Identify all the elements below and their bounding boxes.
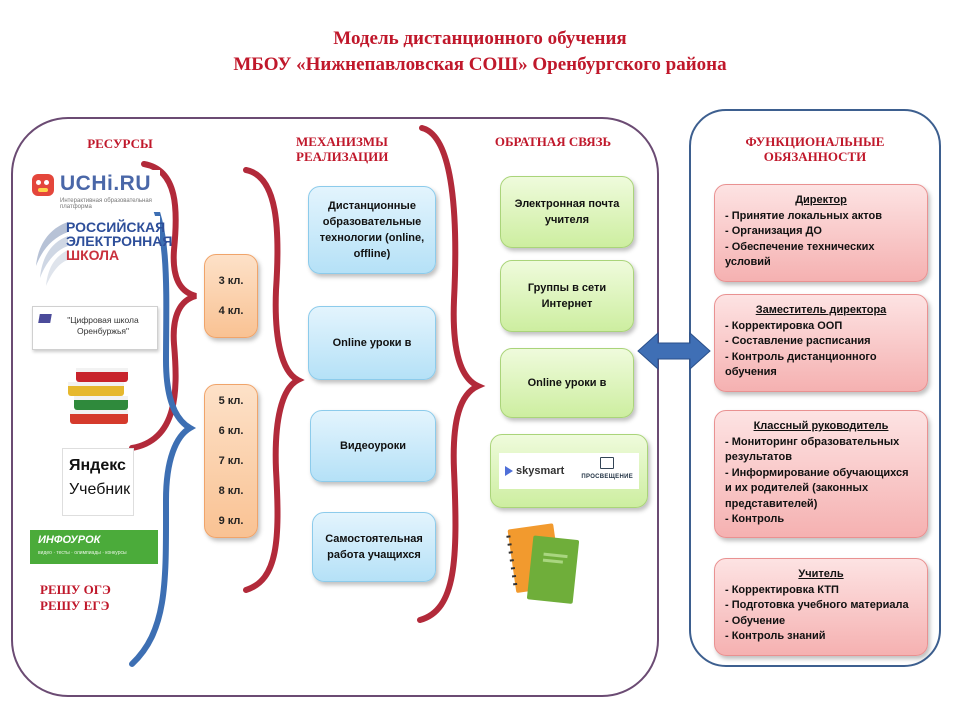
feedback-platforms: skysmart ПРОСВЕЩЕНИЕ [490, 434, 648, 508]
duty-line: - Контроль [725, 513, 785, 525]
resh-line3: ШКОЛА [66, 247, 120, 263]
grade-item: 8 кл. [218, 485, 244, 497]
duty-teacher: Учитель - Корректировка КТП - Подготовка… [714, 558, 928, 656]
heading-feedback: ОБРАТНАЯ СВЯЗЬ [494, 134, 612, 149]
duty-line: - Принятие локальных актов [725, 209, 882, 222]
mechanism-video-lessons: Видеоуроки [310, 410, 436, 482]
yandex-uchebnik: Учебник [69, 481, 131, 498]
books-icon [68, 368, 128, 424]
heading-duties: ФУНКЦИОНАЛЬНЫЕ ОБЯЗАННОСТИ [720, 134, 910, 164]
cifra-logo: "Цифровая школа Оренбуржья" [32, 306, 158, 350]
prosv-logo: ПРОСВЕЩЕНИЕ [581, 457, 633, 485]
mechanism-distance-tech: Дистанционные образовательные технологии… [308, 186, 436, 274]
duty-line: - Организация ДО [725, 225, 822, 237]
duty-line: - Информирование обучающихся и их родите… [725, 466, 909, 510]
grade-item: 6 кл. [218, 425, 244, 437]
reshu-oge: РЕШУ ОГЭ [40, 582, 111, 597]
yandex-text: Яндекс [69, 457, 126, 474]
resh-line1: РОССИЙСКАЯ [66, 219, 166, 235]
grade-item: 3 кл. [218, 275, 244, 287]
brace-resources-blue [129, 193, 197, 667]
heading-mechanisms: МЕХАНИЗМЫ РЕАЛИЗАЦИИ [296, 134, 416, 164]
resh-line2: ЭЛЕКТРОННАЯ [66, 233, 173, 249]
feedback-groups: Группы в сети Интернет [500, 260, 634, 332]
duty-line: - Корректировка КТП [725, 583, 839, 596]
main-frame [11, 117, 659, 697]
title-line-1: Модель дистанционного обучения [333, 28, 627, 49]
heading-resources: РЕСУРСЫ [87, 136, 153, 151]
skysmart-text: skysmart [516, 465, 565, 477]
reshu-block: РЕШУ ОГЭ РЕШУ ЕГЭ [40, 582, 111, 614]
duty-class-teacher: Классный руководитель - Мониторинг образ… [714, 410, 928, 538]
prosv-icon [600, 457, 615, 469]
duty-line: - Обеспечение технических условий [725, 240, 875, 269]
duty-head: Учитель [798, 568, 844, 580]
title-line-2: МБОУ «Нижнепавловская СОШ» Оренбургского… [233, 54, 727, 75]
resh-logo: РОССИЙСКАЯ ЭЛЕКТРОННАЯ ШКОЛА [32, 216, 172, 292]
duty-line: - Мониторинг образовательных результатов [725, 435, 900, 464]
heading-mechanisms-line2: РЕАЛИЗАЦИИ [296, 149, 389, 164]
grade-item: 4 кл. [218, 305, 244, 317]
grade-item: 5 кл. [218, 395, 244, 407]
infourok-text: ИНФОУРОК [38, 534, 101, 546]
duty-head: Директор [795, 194, 847, 206]
grade-item: 9 кл. [218, 515, 244, 527]
mechanism-online-lessons: Online уроки в [308, 306, 436, 380]
prosv-text: ПРОСВЕЩЕНИЕ [581, 474, 633, 480]
uchi-logo: UCHi.RU Интерактивная образовательная пл… [30, 170, 160, 212]
duty-line: - Обучение [725, 614, 786, 627]
double-arrow [637, 331, 711, 371]
uchi-owl-icon [32, 174, 54, 196]
duty-line: - Подготовка учебного материала [725, 599, 909, 611]
duty-head: Заместитель директора [755, 304, 887, 316]
reshu-ege: РЕШУ ЕГЭ [40, 598, 110, 613]
brace-grades [243, 167, 305, 593]
duty-line: - Составление расписания [725, 335, 871, 347]
platform-logos: skysmart ПРОСВЕЩЕНИЕ [499, 453, 639, 489]
duty-head: Классный руководитель [753, 420, 889, 432]
uchi-subtitle: Интерактивная образовательная платформа [60, 198, 152, 210]
duties-frame [689, 109, 941, 667]
duty-line: - Контроль знаний [725, 630, 826, 642]
heading-mechanisms-line1: МЕХАНИЗМЫ [296, 134, 388, 149]
heading-duties-line2: ОБЯЗАННОСТИ [763, 149, 867, 164]
yandex-logo: Яндекс Учебник [62, 448, 134, 516]
grade-item: 7 кл. [218, 455, 244, 467]
resh-wing-icon [36, 222, 68, 286]
duty-director: Директор - Принятие локальных актов - Ор… [714, 184, 928, 282]
mechanism-self-study: Самостоятельная работа учащихся [312, 512, 436, 582]
feedback-email: Электронная почта учителя [500, 176, 634, 248]
notebooks-icon [506, 523, 580, 604]
duty-deputy: Заместитель директора - Корректировка ОО… [714, 294, 928, 392]
duty-line: - Корректировка ООП [725, 319, 843, 332]
graduation-cap-icon [38, 314, 52, 323]
skysmart-logo: skysmart [505, 463, 564, 479]
uchi-text: UCHi.RU [60, 172, 151, 195]
skysmart-icon [505, 466, 513, 476]
cifra-text: "Цифровая школа Оренбуржья" [67, 315, 139, 336]
heading-duties-line1: ФУНКЦИОНАЛЬНЫЕ [745, 134, 885, 149]
feedback-online-lessons: Online уроки в [500, 348, 634, 418]
infourok-subtitle: видео · тесты · олимпиады · конкурсы [38, 550, 127, 556]
infourok-logo: ИНФОУРОК видео · тесты · олимпиады · кон… [30, 530, 158, 564]
grades-group-2: 5 кл. 6 кл. 7 кл. 8 кл. 9 кл. [204, 384, 258, 538]
grades-group-1: 3 кл. 4 кл. [204, 254, 258, 338]
duty-line: - Контроль дистанционного обучения [725, 350, 877, 379]
brace-mechanisms [417, 125, 486, 623]
